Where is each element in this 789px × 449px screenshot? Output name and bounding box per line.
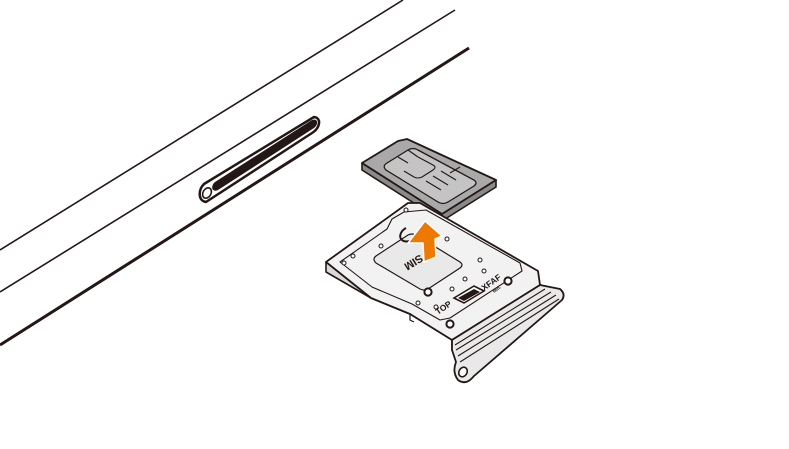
phone-edge-line-top	[0, 0, 404, 251]
tray-clip	[452, 285, 486, 304]
tray-head	[451, 284, 565, 384]
sim-chip-contacts	[397, 149, 461, 191]
sim-tray-slot	[198, 115, 321, 204]
sim-tray: SIM TOP XFAF Min.	[325, 202, 565, 384]
phone-edge-line-middle	[0, 9, 456, 293]
tray-latch	[409, 313, 415, 323]
tray-inner-frame	[339, 209, 523, 321]
tray-holes	[341, 207, 513, 329]
nano-sim-card	[361, 138, 497, 222]
phone-edge	[0, 0, 470, 347]
phone-edge-line-bottom	[0, 46, 470, 347]
slot-opening	[212, 119, 318, 191]
lift-arrow-icon	[407, 220, 443, 263]
tray-eject-hole	[457, 366, 469, 378]
slot-eject-hole	[201, 187, 213, 199]
tray-label-min: Min.	[492, 285, 502, 294]
sim-pocket	[373, 233, 463, 291]
tray-head-ridges	[454, 288, 560, 363]
